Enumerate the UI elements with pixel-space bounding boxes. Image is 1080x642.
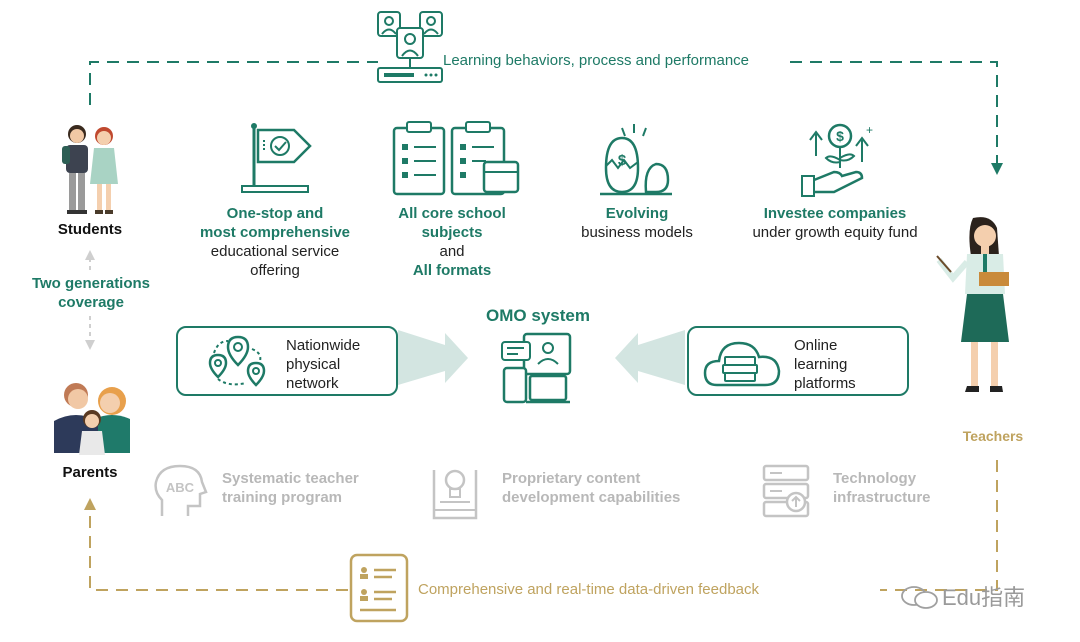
right-box-l1: Online bbox=[794, 337, 838, 354]
one-stop-l3: educational service bbox=[210, 243, 340, 260]
investee-l1: Investee companies bbox=[763, 205, 907, 222]
right-box-l3: platforms bbox=[794, 375, 856, 392]
left-box-l1: Nationwide bbox=[286, 337, 361, 354]
content-dev-l2: development capabilities bbox=[502, 489, 681, 506]
right-flow-arrow bbox=[615, 330, 685, 385]
checkpoint-flag-icon bbox=[241, 123, 312, 193]
bottom-arrowhead bbox=[84, 498, 96, 510]
cloud-books-icon bbox=[703, 341, 781, 387]
students-label: Students bbox=[57, 221, 123, 238]
left-box-l2: physical bbox=[286, 356, 341, 373]
investee-l2: under growth equity fund bbox=[752, 224, 918, 241]
students-icon bbox=[62, 125, 118, 214]
server-upload-icon bbox=[762, 464, 810, 518]
core-l3: and bbox=[439, 243, 465, 260]
watermark-text: Edu指南 bbox=[942, 585, 1026, 610]
nationwide-network-box bbox=[176, 326, 398, 396]
omo-title: OMO system bbox=[486, 306, 590, 325]
generation-arrow-up bbox=[85, 250, 95, 260]
right-box-l2: learning bbox=[794, 356, 848, 373]
svg-text:$: $ bbox=[618, 152, 627, 169]
left-box-l3: network bbox=[286, 375, 339, 392]
left-flow-arrow bbox=[398, 330, 468, 385]
one-stop-l1: One-stop and bbox=[226, 205, 324, 222]
bottom-label: Comprehensive and real-time data-driven … bbox=[418, 581, 760, 598]
generation-arrow-down bbox=[85, 340, 95, 350]
tech-infra-l1: Technology bbox=[833, 470, 917, 487]
egg-money-icon: $ bbox=[600, 124, 672, 196]
svg-text:+: + bbox=[866, 123, 873, 137]
svg-text:ABC: ABC bbox=[166, 480, 195, 495]
svg-text:$: $ bbox=[836, 128, 844, 144]
teacher-icon bbox=[936, 217, 1009, 392]
teachers-label: Teachers bbox=[962, 428, 1024, 444]
top-arrowhead bbox=[991, 163, 1003, 175]
evolving-l2: business models bbox=[581, 224, 693, 241]
one-stop-l2: most comprehensive bbox=[199, 224, 351, 241]
tech-infra-l2: infrastructure bbox=[833, 489, 931, 506]
top-dashed-loop bbox=[89, 61, 998, 165]
core-l4: All formats bbox=[412, 262, 492, 279]
core-l1: All core school bbox=[398, 205, 506, 222]
content-dev-l1: Proprietary content bbox=[502, 470, 641, 487]
teacher-training-l1: Systematic teacher bbox=[222, 470, 359, 487]
bottom-dashed-loop bbox=[89, 460, 998, 591]
map-pins-icon bbox=[208, 335, 266, 387]
parents-icon bbox=[54, 383, 130, 455]
book-bulb-icon bbox=[432, 469, 478, 520]
monitor-users-icon bbox=[377, 11, 443, 83]
investment-growth-icon: $ + bbox=[801, 123, 873, 197]
head-abc-icon: ABC bbox=[154, 464, 208, 516]
top-label: Learning behaviors, process and performa… bbox=[443, 52, 750, 69]
one-stop-l4: offering bbox=[250, 262, 300, 279]
clipboards-icon bbox=[392, 121, 520, 196]
chat-bubbles-icon bbox=[901, 586, 938, 609]
omo-devices-icon bbox=[501, 332, 572, 404]
coverage-line1: Two generations bbox=[31, 275, 151, 292]
feedback-clipboard-icon bbox=[349, 553, 409, 623]
parents-label: Parents bbox=[62, 464, 118, 481]
core-l2: subjects bbox=[421, 224, 483, 241]
teacher-training-l2: training program bbox=[222, 489, 343, 506]
coverage-line2: coverage bbox=[58, 294, 124, 311]
evolving-l1: Evolving bbox=[605, 205, 669, 222]
